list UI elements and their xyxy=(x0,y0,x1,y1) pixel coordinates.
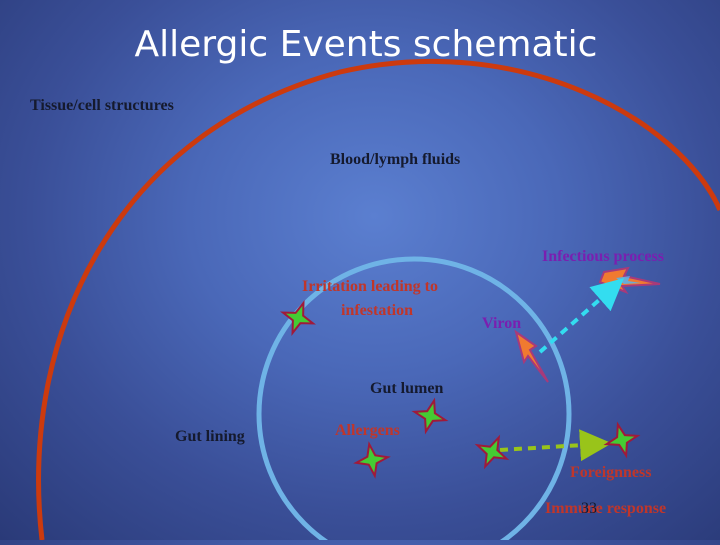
gut-lining-label: Gut lining xyxy=(175,428,245,445)
blood-label: Blood/lymph fluids xyxy=(330,151,461,168)
allergen-star-icon xyxy=(353,441,391,479)
allergen-star-icon xyxy=(474,434,510,470)
infectious-bolt-icon xyxy=(598,266,661,295)
infection-arrow xyxy=(538,278,625,354)
foreign-star-icon xyxy=(603,421,641,459)
page-number: 33 xyxy=(581,500,597,517)
viron-label: Viron xyxy=(482,315,522,332)
irritation-star-icon xyxy=(279,299,317,337)
immune-label: Immune response xyxy=(545,500,667,517)
slide-title: Allergic Events schematic xyxy=(134,24,598,65)
gut-circle xyxy=(256,256,572,545)
allergen-star-icon xyxy=(411,397,449,435)
gut-lumen-label: Gut lumen xyxy=(370,380,444,397)
infectious-label: Infectious process xyxy=(542,248,664,265)
tissue-label: Tissue/cell structures xyxy=(30,97,174,114)
foreignness-label: Foreignness xyxy=(570,464,652,481)
foreignness-arrow xyxy=(499,429,612,462)
irritation-label: Irritation leading to xyxy=(302,278,438,295)
infestation-label: infestation xyxy=(341,302,413,319)
viron-bolt-icon xyxy=(514,329,549,383)
outer-arc xyxy=(36,58,720,541)
allergens-label: Allergens xyxy=(335,422,400,439)
